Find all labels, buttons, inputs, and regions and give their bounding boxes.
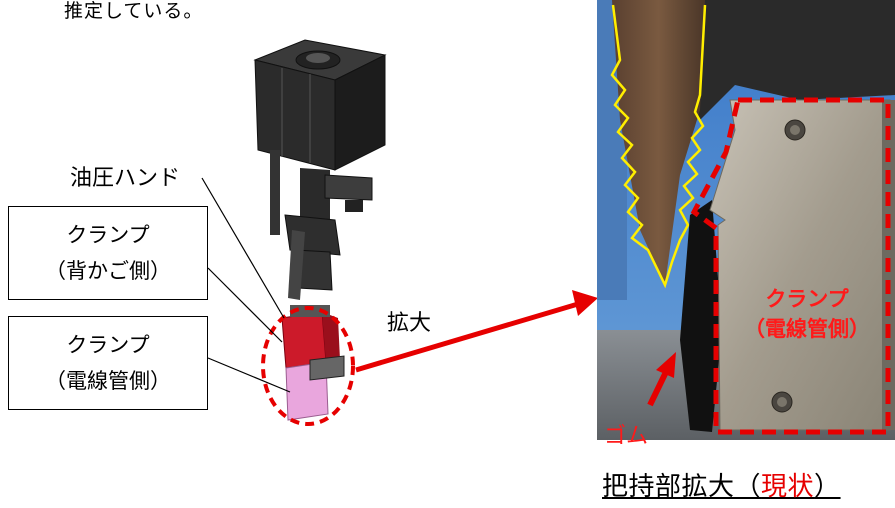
top-text: 推定している。 bbox=[64, 0, 204, 22]
photo-clamp-label: クランプ （電線管側） bbox=[722, 284, 892, 344]
caption-prefix: 把持部拡大（ bbox=[602, 472, 762, 502]
zoom-arrow bbox=[355, 290, 598, 373]
caption-suffix: ） bbox=[814, 472, 841, 502]
hydraulic-hand-illustration bbox=[253, 39, 387, 421]
hydraulic-hand-label: 油圧ハンド bbox=[70, 166, 181, 191]
leader-line-clamp-back bbox=[207, 267, 283, 343]
photo-caption: 把持部拡大（現状） bbox=[602, 466, 841, 503]
clamp-wire-label-box: クランプ （電線管側） bbox=[8, 316, 208, 410]
caption-status: 現状 bbox=[761, 472, 815, 502]
clamp-back-label-line2: （背かご側） bbox=[45, 259, 171, 283]
zoom-region-ellipse bbox=[261, 306, 355, 426]
photo-rubber-label: ゴム bbox=[604, 424, 649, 449]
jaw-outline bbox=[610, 4, 707, 289]
clamp-back-label-line1: クランプ bbox=[66, 223, 150, 247]
clamp-outline bbox=[690, 97, 891, 435]
leader-line-clamp-wire bbox=[207, 357, 291, 393]
zoom-label: 拡大 bbox=[387, 311, 432, 336]
photo-clamp-label-line2: （電線管側） bbox=[744, 317, 870, 341]
photo-clamp-label-line1: クランプ bbox=[765, 287, 849, 311]
clamp-back-label-box: クランプ （背かご側） bbox=[8, 206, 208, 300]
clamp-wire-label-line2: （電線管側） bbox=[45, 369, 171, 393]
clamp-wire-label-line1: クランプ bbox=[66, 333, 150, 357]
leader-line-hand bbox=[201, 177, 285, 319]
photo-panel bbox=[597, 0, 895, 440]
